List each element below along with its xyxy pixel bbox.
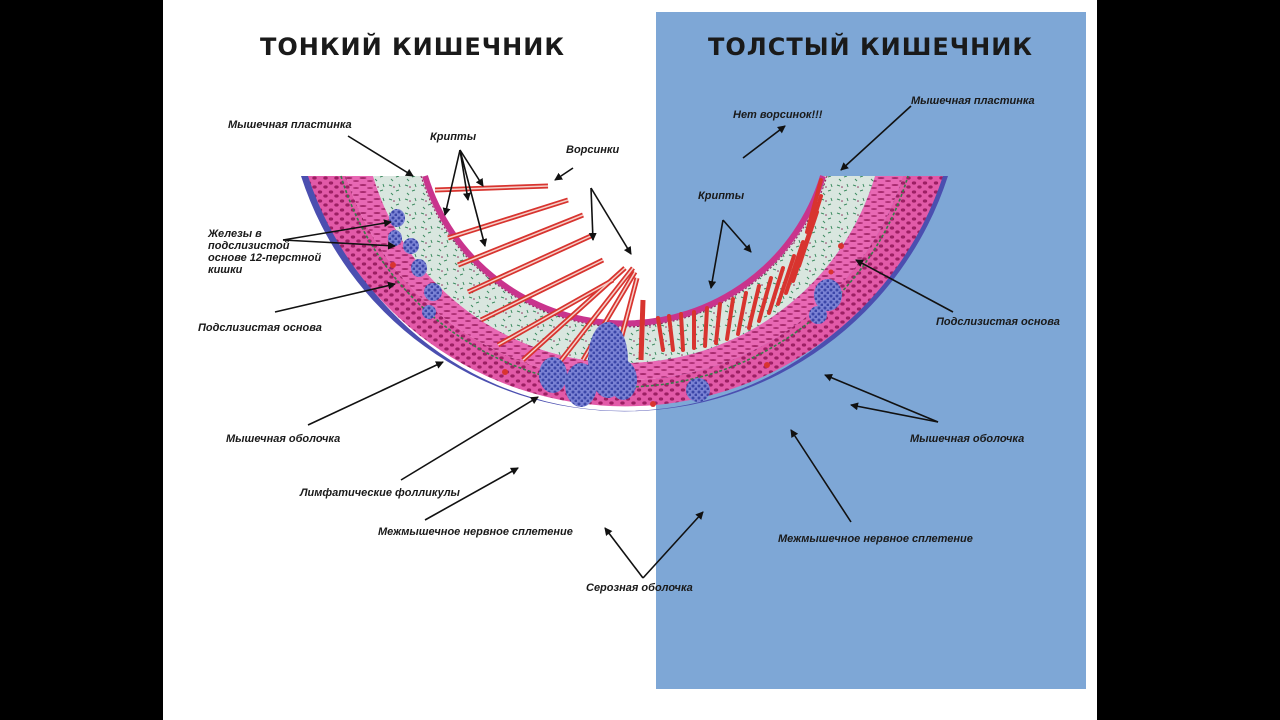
label-glands-line-2: подслизистой xyxy=(208,240,290,252)
label-serosa: Серозная оболочка xyxy=(586,582,693,594)
label-glands: Железы в подслизистой основе 12-перстной… xyxy=(208,228,321,276)
large-intestine-crypts xyxy=(656,178,823,352)
label-submucosa-left: Подслизистая основа xyxy=(198,322,322,334)
submucosal-glands xyxy=(388,209,442,319)
blood-vessels xyxy=(390,243,844,407)
intermuscular-plexus-line xyxy=(340,175,909,388)
label-submucosa-right: Подслизистая основа xyxy=(936,316,1060,328)
muscularis-inner-layer xyxy=(346,176,903,381)
label-muscular-coat-right: Мышечная оболочка xyxy=(910,433,1025,445)
label-muscular-plate-right: Мышечная пластинка xyxy=(911,95,1035,107)
large-intestine-title: ТОЛСТЫЙ КИШЕЧНИК xyxy=(708,33,1033,61)
label-glands-line-4: кишки xyxy=(208,264,243,276)
label-crypts-right: Крипты xyxy=(698,190,745,202)
label-no-villi: Нет ворсинок!!! xyxy=(733,109,823,121)
label-muscular-coat-left: Мышечная оболочка xyxy=(226,433,341,445)
small-intestine-title: ТОНКИЙ КИШЕЧНИК xyxy=(260,33,565,61)
label-glands-line-3: основе 12-перстной xyxy=(208,252,322,264)
lymphatic-follicles xyxy=(539,279,842,407)
label-glands-line-1: Железы в xyxy=(208,228,262,240)
pointer-arrows xyxy=(274,105,954,579)
intestine-cross-section-diagram xyxy=(274,105,954,579)
label-intermuscular-plexus-right: Межмышечное нервное сплетение xyxy=(778,533,973,545)
label-villi: Ворсинки xyxy=(566,144,620,156)
slide: ТОНКИЙ КИШЕЧНИК ТОЛСТЫЙ КИШЕЧНИК Мышечна… xyxy=(163,0,1097,720)
muscularis-outer-layer xyxy=(308,176,943,407)
label-lymph-follicles: Лимфатические фолликулы xyxy=(300,487,460,499)
label-muscular-plate-left: Мышечная пластинка xyxy=(228,119,352,131)
label-intermuscular-plexus-left: Межмышечное нервное сплетение xyxy=(378,526,573,538)
submucosa-layer xyxy=(373,176,875,363)
label-crypts-left: Крипты xyxy=(430,131,477,143)
